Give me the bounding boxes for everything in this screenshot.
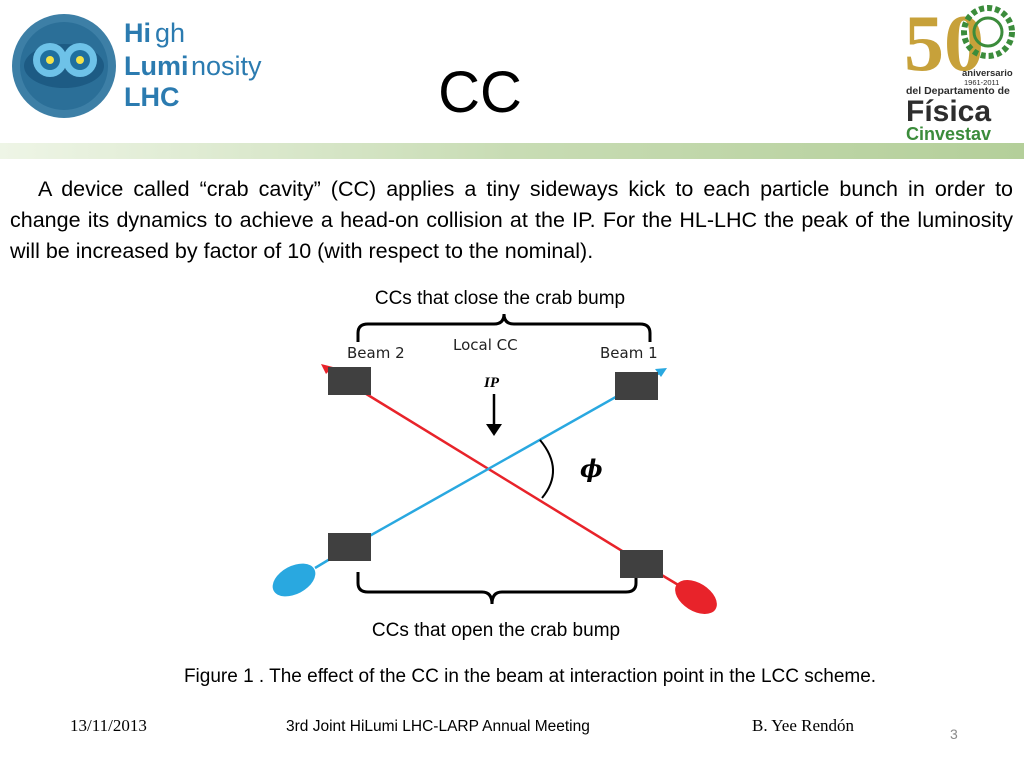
logo-departamento: del Departamento de [906, 85, 1010, 97]
ip-label: IP [483, 375, 500, 391]
beam2-arrowhead [321, 364, 333, 374]
beam1-label: Beam 1 [600, 344, 658, 362]
beam1-arrowhead [655, 368, 667, 377]
beam1-upper-tail [636, 369, 664, 387]
page-number: 3 [950, 726, 958, 742]
logo-line1-bold: Hi [124, 18, 151, 48]
bottom-brace [356, 572, 638, 605]
beam1-lower-tail [314, 545, 351, 570]
figure-caption: Figure 1 . The effect of the CC in the b… [183, 666, 877, 687]
logo-fisica: Física [906, 95, 991, 128]
logo-years: 1961-2011 [964, 78, 999, 87]
beam2-lower-tail [644, 563, 691, 594]
beam2-line [349, 382, 646, 567]
logo-cinvestav: Cinvestav [906, 124, 991, 144]
footer-meeting: 3rd Joint HiLumi LHC-LARP Annual Meeting [286, 718, 590, 735]
header-band [0, 143, 1024, 159]
fisica-cinvestav-logo: 50 aniversario 1961-2011 del Departament… [904, 0, 1015, 144]
beam1-line [349, 383, 638, 549]
top-brace [356, 313, 652, 342]
caption-opening-ccs: CCs that open the crab bump [371, 620, 621, 641]
hilumi-lhc-logo: Hi gh Lumi nosity LHC [12, 14, 262, 118]
logo-line3: LHC [124, 82, 180, 112]
logo-line2-bold: Lumi [124, 51, 189, 81]
logo-aniversario: aniversario [962, 68, 1013, 79]
cavity-top-right [615, 372, 658, 400]
beam1-bunch [272, 563, 316, 597]
cavity-bottom-right [620, 550, 663, 578]
cavity-bottom-left [328, 533, 371, 561]
body-paragraph: A device called “crab cavity” (CC) appli… [10, 177, 1013, 263]
logo-line2-rest: nosity [191, 51, 262, 81]
logo-line1-rest: gh [155, 18, 185, 48]
caption-closing-ccs: CCs that close the crab bump [374, 288, 626, 309]
crossing-angle-arc [539, 439, 554, 499]
beam2-label: Beam 2 [347, 344, 405, 362]
local-cc-label: Local CC [453, 336, 518, 354]
footer-author: B. Yee Rendón [752, 716, 855, 735]
beam2-upper-tail [324, 366, 351, 386]
slide-title: CC [438, 60, 522, 125]
angle-phi-label: ϕ [580, 454, 603, 483]
beam2-bunch [675, 579, 717, 615]
cavity-top-left [328, 367, 371, 395]
footer-date: 13/11/2013 [70, 716, 147, 735]
ip-arrowhead [486, 424, 502, 436]
